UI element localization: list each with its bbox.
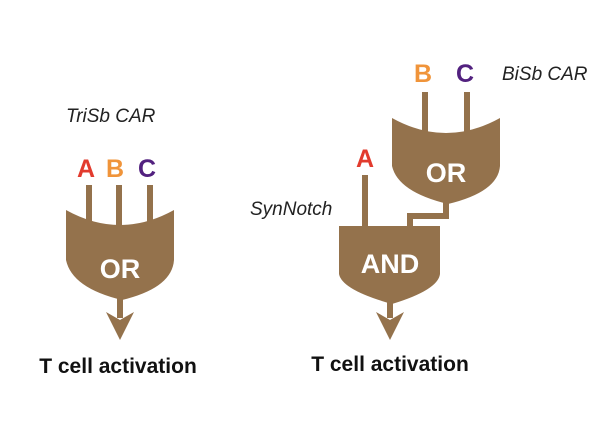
right-input-a-label: A	[356, 145, 374, 173]
left-input-c-label: C	[138, 155, 156, 183]
right-output-wire	[387, 300, 393, 318]
left-input-b-label: B	[106, 155, 124, 183]
left-or-gate	[66, 210, 174, 300]
left-output-label: T cell activation	[39, 355, 197, 378]
left-or-gate-label: OR	[100, 254, 141, 284]
right-circuit: BiSb CAR B C OR A SynNotch AND T cell ac…	[250, 60, 588, 376]
bisb-car-label: BiSb CAR	[502, 64, 588, 85]
right-or-gate-label: OR	[426, 158, 467, 188]
synnotch-label: SynNotch	[250, 199, 332, 220]
left-output-arrowhead	[106, 312, 134, 340]
right-output-arrowhead	[376, 312, 404, 340]
right-output-label: T cell activation	[311, 353, 469, 376]
or-to-and-connector	[407, 200, 449, 231]
and-gate-label: AND	[361, 249, 420, 279]
right-input-b-wire	[422, 92, 428, 132]
right-input-c-wire	[464, 92, 470, 132]
right-input-b-label: B	[414, 60, 432, 88]
trisb-car-label: TriSb CAR	[66, 106, 156, 127]
left-input-a-wire	[86, 185, 92, 225]
left-output-wire	[117, 298, 123, 318]
left-input-a-label: A	[77, 155, 95, 183]
left-input-c-wire	[147, 185, 153, 225]
right-input-c-label: C	[456, 60, 474, 88]
right-or-gate	[392, 118, 500, 204]
left-circuit: TriSb CAR A B C OR T cell activation	[39, 106, 197, 378]
left-input-b-wire	[116, 185, 122, 225]
right-input-a-wire	[362, 175, 368, 227]
and-gate	[339, 226, 440, 304]
